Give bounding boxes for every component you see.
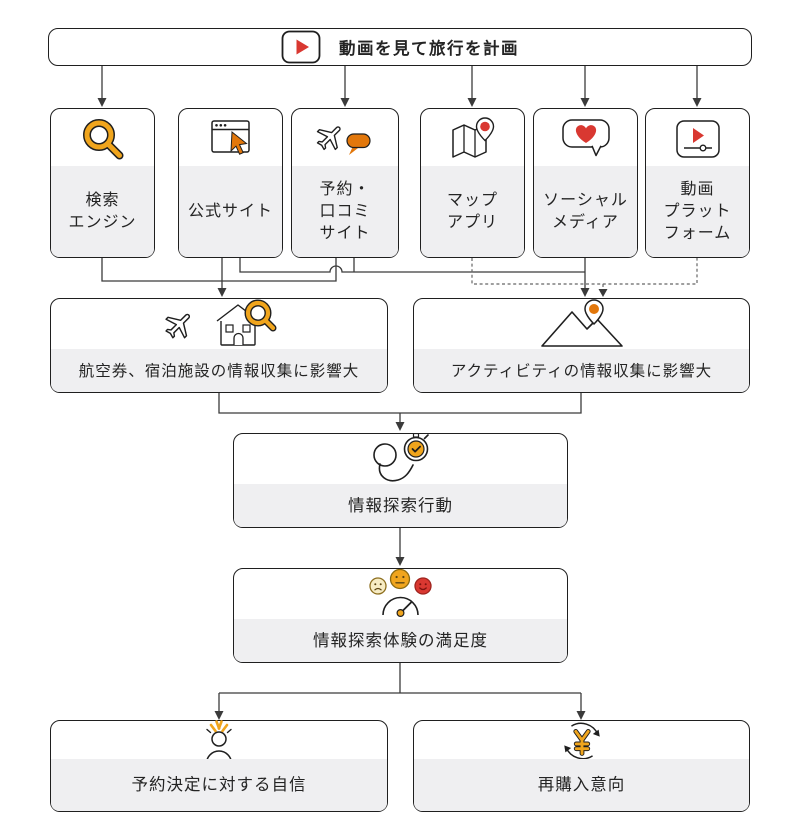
confident-person-icon xyxy=(205,720,233,764)
search-icon xyxy=(82,119,123,160)
process-box-satisfaction: 情報探索体験の満足度 xyxy=(233,568,568,663)
source-box-official-site: 公式サイト xyxy=(178,108,283,258)
source-box-social-media: ソーシャル メディア xyxy=(533,108,638,258)
connectors-influences-to-search-behavior xyxy=(218,393,582,431)
process-box-search-behavior: 情報探索行動 xyxy=(233,433,568,528)
outcome-box-repurchase-intent: 再購入意向 xyxy=(413,720,750,812)
heart-bubble-icon xyxy=(561,119,610,157)
source-label: ソーシャル メディア xyxy=(534,165,637,257)
plane-review-bubble-icon xyxy=(316,126,371,156)
influence-box-activities: アクティビティの情報収集に影響大 xyxy=(413,298,750,393)
process-label: 情報探索体験の満足度 xyxy=(234,619,567,662)
map-pin-icon xyxy=(451,117,494,159)
repurchase-cycle-icon xyxy=(563,722,600,760)
source-box-search-engine: 検索 エンジン xyxy=(50,108,155,258)
flight-hotel-search-icon xyxy=(165,299,277,346)
influence-box-flights-hotels: 航空券、宿泊施設の情報収集に影響大 xyxy=(50,298,388,393)
source-label: マップ アプリ xyxy=(421,165,524,257)
outcome-box-booking-confidence: 予約決定に対する自信 xyxy=(50,720,388,812)
source-label: 予約・ 口コミ サイト xyxy=(292,165,398,257)
connectors-title-to-sources xyxy=(97,66,702,107)
source-box-map-app: マップ アプリ xyxy=(420,108,525,258)
influence-label: アクティビティの情報収集に影響大 xyxy=(414,349,749,392)
play-button-icon xyxy=(281,30,321,64)
source-label: 動画 プラット フォーム xyxy=(646,165,749,257)
process-label: 情報探索行動 xyxy=(234,484,567,527)
source-label: 公式サイト xyxy=(179,165,282,257)
outcome-label: 再購入意向 xyxy=(414,759,749,811)
satisfaction-gauge-icon xyxy=(368,569,432,617)
influence-label: 航空券、宿泊施設の情報収集に影響大 xyxy=(51,349,387,392)
website-cursor-icon xyxy=(210,120,250,156)
connectors-satisfaction-to-outcomes xyxy=(214,663,586,720)
source-box-video-platform: 動画 プラット フォーム xyxy=(645,108,750,258)
title-box: 動画を見て旅行を計画 xyxy=(48,28,752,66)
connector-behavior-to-satisfaction xyxy=(395,528,405,566)
connectors-sources-to-influences xyxy=(101,258,698,297)
mountain-pin-icon xyxy=(540,299,623,347)
source-label: 検索 エンジン xyxy=(51,165,154,257)
video-player-icon xyxy=(675,120,720,159)
outcome-label: 予約決定に対する自信 xyxy=(51,759,387,811)
effort-stopwatch-icon xyxy=(372,433,429,482)
source-box-booking-review-site: 予約・ 口コミ サイト xyxy=(291,108,399,258)
diagram-title: 動画を見て旅行を計画 xyxy=(339,39,519,58)
